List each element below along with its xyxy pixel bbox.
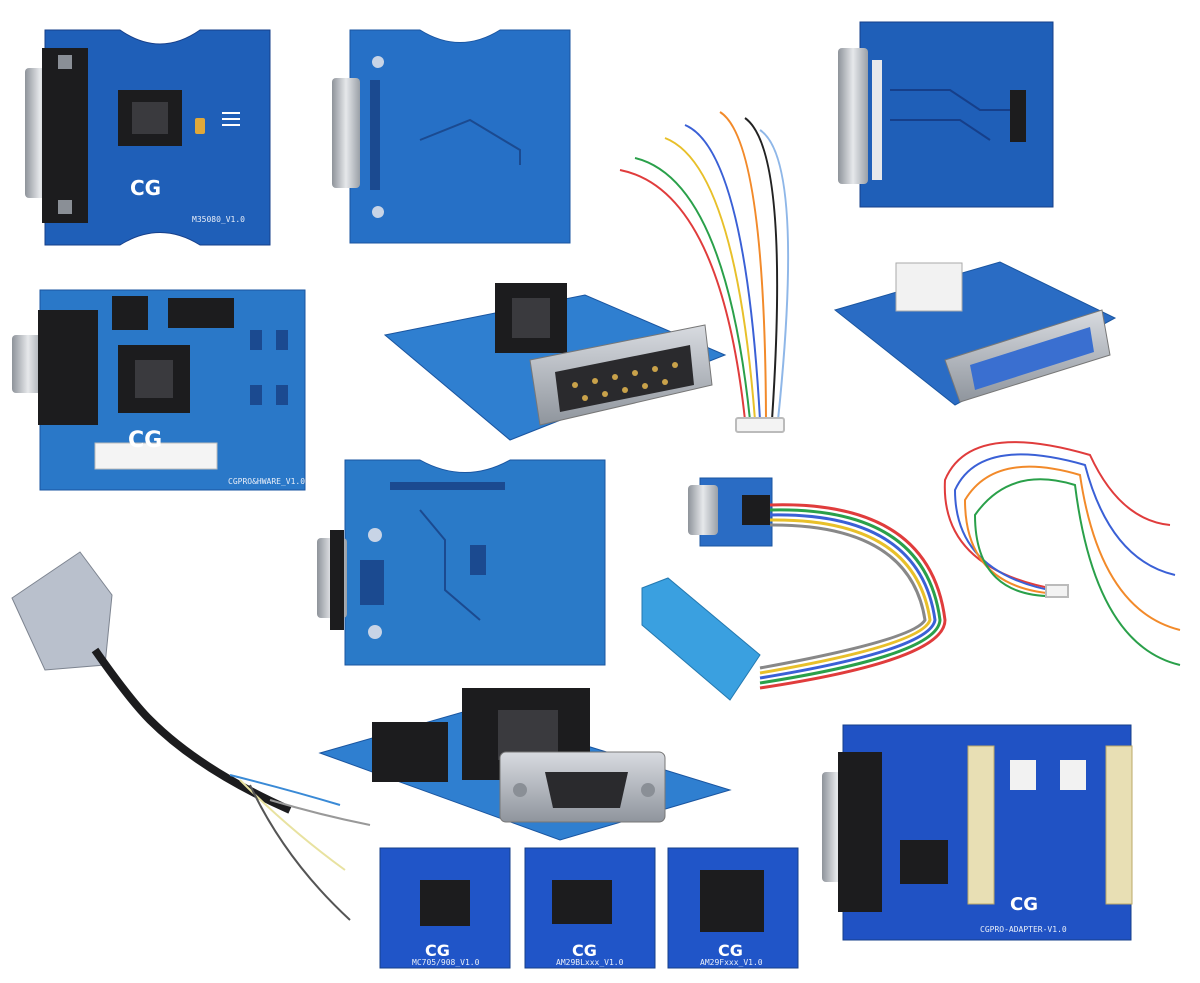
mc705-label: MC705/908_V1.0 [412,958,480,967]
small-db25-board [833,261,1117,406]
connector-housing [42,48,88,223]
eeprom-label: CGPRO&HWARE_V1.0 [228,477,305,486]
adapter-board-back [332,29,571,244]
adapter-board-top-right [838,21,1054,208]
large-adapter-board-back [317,459,606,666]
main-chip [900,840,948,884]
am29f-label: AM29Fxxx_V1.0 [700,958,763,967]
eeprom-adapter-board: CG CGPRO&HWARE_V1.0 [12,289,306,491]
mc705-adapter-board: CG MC705/908_V1.0 [379,847,511,969]
cgpro-logo: CG [1010,894,1038,915]
am29f-logo: CG [718,941,743,960]
am29bl-adapter-board: CG AM29BLxxx_V1.0 [524,847,656,969]
cgpro-adapter-board: CG CGPRO-ADAPTER-V1.0 [822,724,1133,941]
m35080-logo: CG [130,176,161,200]
am29bl-label: AM29BLxxx_V1.0 [556,958,624,967]
am29bl-logo: CG [572,941,597,960]
db25-socket-board [383,283,727,441]
mc705-logo: CG [425,941,450,960]
m35080-adapter-board: CG M35080_V1.0 [25,29,271,246]
cgpro-label: CGPRO-ADAPTER-V1.0 [980,925,1067,934]
db9-ribbon-cable [641,477,947,701]
m35080-label: M35080_V1.0 [192,215,245,224]
am29f-adapter-board: CG AM29Fxxx_V1.0 [667,847,799,969]
db15-socket-board [318,688,732,841]
loop-wire-bundle [943,441,1181,666]
db25-hood-cable [11,551,371,921]
ribbon-wire-bundle [619,111,790,433]
eeprom-logo: CG [128,428,162,453]
